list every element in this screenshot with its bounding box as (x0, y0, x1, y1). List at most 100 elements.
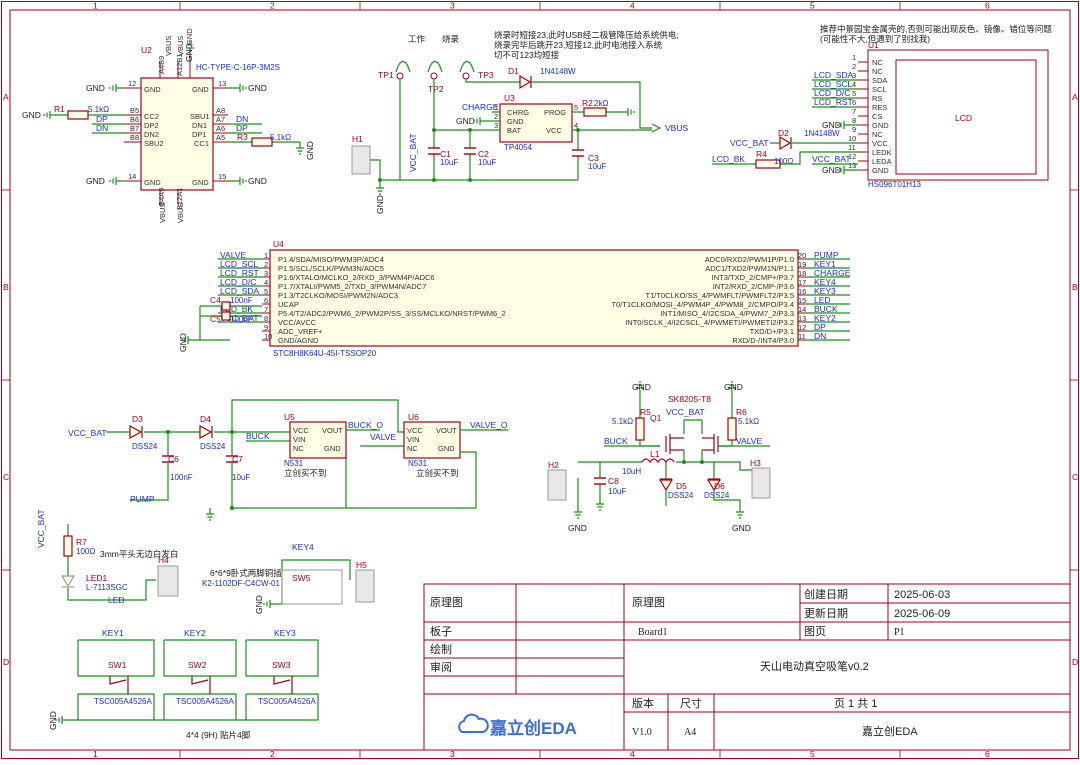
u4-right-pin-name: ADC0/RXD2/PWM1P/P1.0 (705, 255, 794, 264)
u3-bat: BAT (507, 126, 521, 135)
u4-right-pin-number: 15 (798, 296, 806, 305)
sw5-designator: SW5 (292, 573, 311, 583)
h5-designator: H5 (356, 560, 367, 570)
lcd-note-line2: (可能性不大,但遇到了别找我) (820, 34, 930, 44)
tp3-pad[interactable] (462, 72, 470, 80)
d1-designator: D1 (508, 66, 519, 76)
lcd-scl-net: LCD_SCL (814, 79, 853, 89)
u1-pin-n8: 8 (852, 116, 856, 125)
zone-col-1: 1 (93, 1, 98, 11)
lcd-rst-net: LCD_RST (814, 97, 853, 107)
u1-pin-n13: 13 (848, 161, 856, 170)
sw1-key[interactable] (78, 640, 154, 676)
u1-pin-gnd: GND (872, 121, 889, 130)
tp4054-u3[interactable] (499, 103, 573, 143)
u1-pin-scl: SCL (872, 85, 887, 94)
u6-value: N531 (408, 459, 428, 468)
u4-right-net-label: DP (814, 322, 826, 332)
n531-u6[interactable] (403, 421, 461, 459)
u2-net-dp-left: DP (96, 114, 108, 124)
u2-net-dn-left: DN (96, 123, 108, 133)
lcd-u1-screen (895, 59, 1037, 175)
charge-net-u3: CHARGE (462, 102, 499, 112)
u2-pin-15-name: GND (192, 178, 209, 187)
h3-designator: H3 (750, 458, 761, 468)
u4-right-pin-number: 16 (798, 287, 806, 296)
tp1-pad[interactable] (396, 72, 404, 80)
r4-designator: R4 (756, 149, 767, 159)
zone-col-5-bottom: 5 (810, 749, 815, 759)
u6-vin: VIN (407, 435, 420, 444)
sw5-note-line2: K2-1102DF-C4CW-01 (202, 579, 281, 588)
d1-value: 1N4148W (540, 67, 576, 76)
d3-symbol (129, 424, 143, 440)
u1-pin-n9: 9 (852, 125, 856, 134)
h2-header[interactable] (547, 469, 567, 501)
lcd-u1-outline[interactable] (867, 49, 1049, 181)
r4-value: 100Ω (774, 157, 793, 166)
stc8h-u4[interactable] (269, 249, 799, 347)
usb-c-connector-u2[interactable]: U2 HC-TYPE-C-16P-3M2S 12 GND B5 CC2 B6 D… (124, 28, 280, 223)
u2-pin-15: 15 (218, 172, 226, 181)
r1-designator: R1 (54, 104, 65, 114)
vcc-bat-net-q1: VCC_BAT (666, 407, 705, 417)
u4-left-pin-name: ADC_VREF+ (278, 327, 323, 336)
h3-header[interactable] (751, 467, 771, 499)
zone-col-2-bottom: 2 (270, 749, 275, 759)
u4-right-pin-number: 18 (798, 269, 806, 278)
led-section: VCC_BAT R7 100Ω 3mm平头无边白发白 LED1 L-7113SG… (36, 509, 179, 605)
h1-designator: H1 (352, 134, 363, 144)
sw2-key[interactable] (164, 640, 236, 676)
r7-body (63, 535, 73, 557)
sw3-key[interactable] (246, 640, 318, 676)
q1-value: SK8205-T8 (668, 394, 711, 404)
r4-body (755, 159, 781, 169)
u4-left-pin-number: 10 (264, 332, 272, 341)
sw5-note-line1: 6*6*9卧式两脚铜插 (210, 568, 282, 578)
n531-u5[interactable] (289, 421, 347, 459)
u4-right-pin-name: INT1/MISO_4/I2CSDA_4/PWM7_2/P3.3 (660, 309, 794, 318)
sw5-switch[interactable] (281, 569, 343, 605)
h4-header[interactable] (157, 565, 179, 597)
u1-pin-gnd2: GND (872, 166, 889, 175)
zone-col-4: 4 (630, 1, 635, 11)
tp2-pad[interactable] (430, 72, 438, 80)
u4-left-pin-number: 3 (264, 269, 268, 278)
zone-row-a-right: A (1072, 92, 1078, 102)
tb-created-value: 2025-06-03 (894, 589, 950, 601)
c8-value: 10uF (608, 487, 626, 496)
gnd-label-sw5: GND (254, 595, 264, 614)
r7-value: 100Ω (76, 547, 95, 556)
u4-left-net-label: VCC_BAT (220, 313, 259, 323)
u1-designator: U1 (868, 40, 879, 50)
u1-pin-nc3: NC (872, 130, 883, 139)
d4-value: DSS24 (200, 442, 226, 451)
buck-net-u5: BUCK (246, 431, 270, 441)
key2-net: KEY2 (184, 628, 206, 638)
tb-sheet-label: 原理图 (430, 596, 463, 609)
u1-pin-vcc: VCC (872, 139, 888, 148)
h5-header[interactable] (355, 569, 375, 603)
u1-pin-res: RES (872, 103, 887, 112)
lcd-sda-net: LCD_SDA (814, 70, 854, 80)
u4-right-pin-name: T0/T1CLKO/MOSI_4/PWM4P_4/PWM8_2/CMPO/P3.… (611, 300, 794, 309)
u4-left-pin-name: GND/AGND (278, 336, 319, 345)
u4-right-net-label: KEY1 (814, 259, 836, 269)
c7-designator: C7 (232, 454, 243, 464)
u1-pin-n1: 1 (852, 53, 856, 62)
u1-pin-ledk: LEDK (872, 148, 892, 157)
r5-body (635, 417, 645, 441)
tb-page-label: 图页 (804, 625, 826, 638)
c5-value: 100nF (230, 315, 253, 324)
zone-row-c: C (3, 472, 9, 482)
tb-pages: 页 1 共 1 (834, 697, 877, 710)
tb-board-label: 板子 (430, 624, 452, 638)
h1-header[interactable] (351, 145, 371, 175)
gnd-label-u2-14: GND (86, 176, 105, 186)
r3-designator: R3 (237, 132, 248, 142)
u4-right-net-label: KEY3 (814, 286, 836, 296)
u2-net-dn-right: DN (236, 114, 248, 124)
u4-right-pin-name: T1/T0CLKO/SS_4/PWMFLT/PWMFLT2/P3.5 (645, 291, 794, 300)
lcd-body-label: LCD (955, 113, 972, 123)
r5-value: 5.1kΩ (612, 417, 633, 426)
